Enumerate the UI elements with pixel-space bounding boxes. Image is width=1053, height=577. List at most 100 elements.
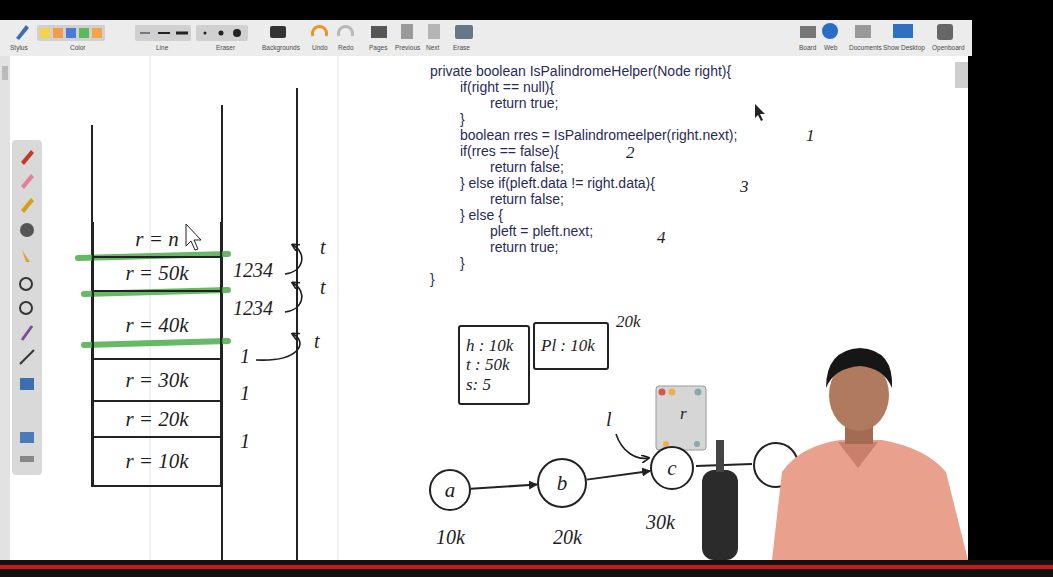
top-toolbar (0, 20, 972, 56)
line-width-icon (158, 32, 170, 34)
toolbar-label: Undo (312, 44, 328, 51)
stack-frame: r = 50k (92, 256, 222, 292)
link-arrow (587, 471, 650, 480)
eraser-group (196, 25, 248, 41)
presenter-shirt (772, 440, 968, 560)
toolbar-label: Erase (453, 44, 470, 51)
toolbar-label: Board (799, 44, 816, 51)
code-line: } (460, 255, 465, 271)
return-arrow (285, 283, 302, 312)
presenter-collar (838, 442, 878, 468)
stack-frame: r = 20k (92, 402, 222, 438)
line-group (135, 25, 191, 41)
toolbar-label: Eraser (216, 44, 235, 51)
page-guide (338, 56, 339, 560)
return-value: t (320, 276, 326, 299)
toolbar-label: Backgrounds (262, 44, 300, 51)
address-label: 30k (646, 511, 675, 534)
toolbar-label: Previous (395, 44, 420, 51)
node-text: b (557, 471, 568, 495)
toolbar-label: Documents (849, 44, 882, 51)
list-node: a (429, 469, 471, 511)
left-strip (0, 56, 10, 560)
stack-frame: r = 40k (92, 292, 222, 360)
stack-wall (296, 88, 298, 560)
return-arrow (285, 245, 302, 274)
stylus-icon (16, 25, 29, 40)
pen-tool-icon (21, 150, 34, 165)
stack-frame: r = 30k (92, 360, 222, 402)
previous-icon (401, 24, 413, 39)
hand-tool-icon (22, 250, 30, 262)
link-arrow (471, 485, 537, 489)
stack-value: 1 (240, 430, 250, 453)
code-line: } (430, 271, 435, 287)
whiteboard (0, 56, 968, 560)
strip-button (2, 66, 8, 80)
side-toolbar (12, 140, 42, 475)
erase-icon (455, 25, 473, 39)
page-guide (150, 56, 151, 560)
backgrounds-icon (270, 26, 286, 38)
keyboard-icon (20, 456, 34, 462)
code-line: return false; (490, 191, 564, 207)
progress-bar (0, 565, 1053, 569)
toolbar-label: Next (426, 44, 439, 51)
widget-button (695, 389, 702, 396)
code-line: return true; (490, 239, 558, 255)
code-line: } else { (460, 207, 503, 223)
return-value: t (314, 330, 320, 353)
widget-button (659, 389, 666, 396)
floating-widget (656, 386, 706, 450)
step-number: 4 (657, 228, 666, 248)
microphone-stand (716, 440, 724, 472)
desktop-icon (893, 24, 913, 38)
stack-frame: r = 10k (92, 437, 222, 487)
code-line: pleft = pleft.next; (490, 223, 593, 239)
color-swatch (53, 28, 63, 38)
node-text: r = 10k (125, 449, 188, 473)
pointer-arrow (616, 434, 648, 458)
popped-mark (84, 341, 228, 345)
return-arrow (256, 334, 300, 360)
text-tool-icon (20, 378, 34, 390)
eraser-size-icon (219, 31, 224, 36)
widget-button (694, 441, 700, 447)
zoom-out-icon (20, 302, 32, 314)
stack-value: 1 (240, 345, 250, 368)
stack-value: 1234 (233, 297, 273, 320)
color-swatch (40, 28, 50, 38)
list-node: c (650, 446, 694, 490)
marker-tool-icon (21, 174, 34, 189)
stack-frame: r = n (92, 222, 222, 258)
line-width-icon (140, 33, 150, 34)
code-line: if(right == null){ (460, 79, 554, 95)
toolbar-label: Show Desktop (883, 44, 925, 51)
code-line: } else if(pleft.data != right.data){ (460, 175, 655, 191)
node-text: Pl : 10k (541, 336, 595, 356)
node-text: s: 5 (466, 375, 491, 395)
stack-value: 1 (240, 382, 250, 405)
variable-box: h : 10kt : 50ks: 5 (458, 325, 530, 405)
variable-box: Pl : 10k (533, 322, 609, 370)
code-line: return true; (490, 95, 558, 111)
widget-button (669, 389, 676, 396)
documents-icon (855, 25, 871, 38)
step-number: 2 (626, 143, 635, 163)
line-tool-icon (20, 350, 34, 364)
node-text: h : 10k (466, 336, 513, 356)
pages-icon (371, 26, 387, 38)
node-text: t : 50k (466, 355, 509, 375)
presenter-hair (826, 348, 892, 388)
redo-icon (339, 26, 353, 36)
mouse-cursor (186, 224, 201, 250)
node-text: r = 20k (125, 407, 188, 431)
code-line: boolean rres = IsPalindromeelper(right.n… (460, 127, 737, 143)
capture-icon (20, 432, 34, 443)
toolbar-label: Redo (338, 44, 354, 51)
toolbar-label: Pages (369, 44, 387, 51)
highlighter-icon (21, 198, 34, 213)
toolbar-label: Line (156, 44, 168, 51)
